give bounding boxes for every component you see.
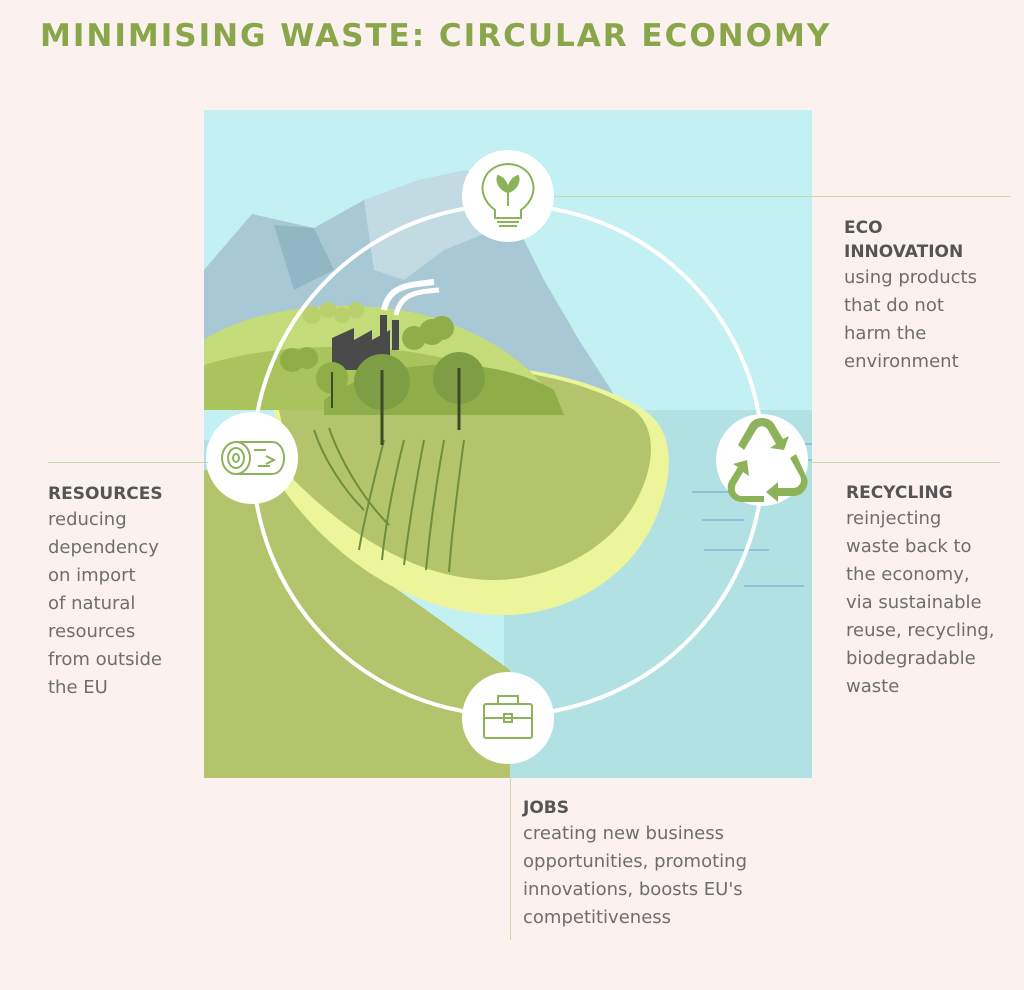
log-icon bbox=[221, 441, 286, 475]
jobs-connector bbox=[510, 778, 511, 940]
eco-innovation-block: ECO INNOVATION using products that do no… bbox=[844, 216, 977, 376]
recycling-heading: RECYCLING bbox=[846, 483, 953, 503]
landscape-illustration bbox=[204, 110, 812, 778]
jobs-description: creating new business opportunities, pro… bbox=[523, 823, 747, 928]
lightbulb-plant-icon bbox=[481, 162, 535, 227]
eco-innovation-description: using products that do not harm the envi… bbox=[844, 267, 977, 372]
grass-field bbox=[204, 470, 510, 778]
resources-description: reducing dependency on import of natural… bbox=[48, 509, 162, 698]
resources-block: RESOURCES reducing dependency on import … bbox=[48, 482, 163, 702]
eco-connector bbox=[554, 196, 1010, 197]
tree bbox=[280, 347, 318, 372]
resources-connector bbox=[48, 462, 208, 463]
resources-heading: RESOURCES bbox=[48, 484, 163, 504]
mountain bbox=[274, 225, 334, 290]
jobs-heading: JOBS bbox=[523, 798, 569, 818]
tree bbox=[433, 352, 485, 430]
tree bbox=[354, 354, 410, 445]
recycle-icon bbox=[727, 418, 808, 502]
recycling-block: RECYCLING reinjecting waste back to the … bbox=[846, 481, 994, 701]
eco-innovation-heading: ECO INNOVATION bbox=[844, 218, 964, 262]
resources-icon-circle bbox=[206, 412, 298, 504]
recycling-description: reinjecting waste back to the economy, v… bbox=[846, 508, 995, 697]
jobs-block: JOBS creating new business opportunities… bbox=[523, 796, 747, 932]
recycling-connector bbox=[808, 462, 1000, 463]
recycle-icon-circle bbox=[716, 414, 808, 506]
briefcase-icon bbox=[483, 695, 533, 739]
tree bbox=[316, 362, 348, 408]
page-title: MINIMISING WASTE: CIRCULAR ECONOMY bbox=[40, 18, 832, 54]
tree bbox=[402, 316, 454, 350]
mountain bbox=[364, 170, 494, 280]
island-grass bbox=[279, 367, 651, 580]
